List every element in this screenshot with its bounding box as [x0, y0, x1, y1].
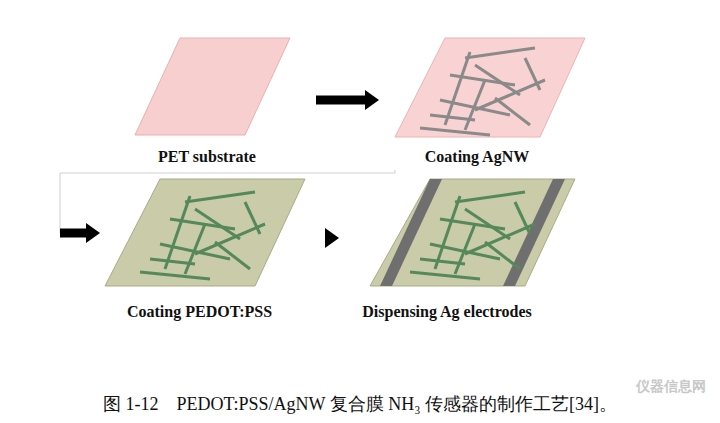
nanowire [245, 202, 260, 234]
substrate-sheet [395, 38, 585, 137]
panel-illustration [100, 176, 340, 321]
step-label: Coating AgNW [425, 147, 529, 167]
nanowire [215, 242, 250, 269]
nanowire [150, 259, 195, 264]
nanowire [430, 115, 475, 120]
process-arrow [325, 228, 339, 248]
arrow-shaft [316, 96, 367, 105]
arrow-shaft [60, 229, 88, 238]
figure-caption: 图 1-12 PEDOT:PSS/AgNW 复合膜 NH₃ 传感器的制作工艺[3… [0, 392, 720, 416]
substrate-sheet [105, 179, 305, 286]
nanowire [525, 58, 540, 90]
nanowire [475, 80, 545, 110]
nanowire [420, 259, 465, 264]
nanowire [465, 224, 535, 254]
nanowire [445, 52, 470, 125]
nanowire [420, 128, 490, 135]
nanowire [485, 242, 520, 269]
process-panel: Coating PEDOT:PSS [100, 176, 315, 321]
nanowire [195, 224, 265, 254]
nanowire [515, 202, 530, 234]
nanowire [495, 98, 530, 125]
process-panel: PET substrate [130, 35, 300, 170]
nanowire [140, 272, 210, 279]
nanowire [165, 196, 190, 269]
arrow-head [365, 90, 379, 110]
process-arrow [316, 90, 379, 110]
panel-illustration [345, 176, 585, 321]
nanowire [455, 192, 525, 202]
substrate-sheet [370, 179, 575, 286]
nanowire [410, 272, 480, 279]
ag-electrode [380, 179, 442, 286]
step-label: PET substrate [158, 147, 256, 167]
process-panel: Coating AgNW [385, 35, 585, 170]
nanowire [435, 196, 460, 269]
step-label: Coating PEDOT:PSS [127, 302, 272, 322]
step-label: Dispensing Ag electrodes [362, 302, 531, 322]
nanowire [185, 192, 255, 202]
substrate-sheet [135, 38, 290, 135]
arrow-head [325, 228, 339, 248]
arrow-head [86, 223, 100, 243]
nanowire [465, 48, 535, 58]
process-panel: Dispensing Ag electrodes [345, 176, 565, 321]
watermark: 仪器信息网 [636, 378, 706, 396]
